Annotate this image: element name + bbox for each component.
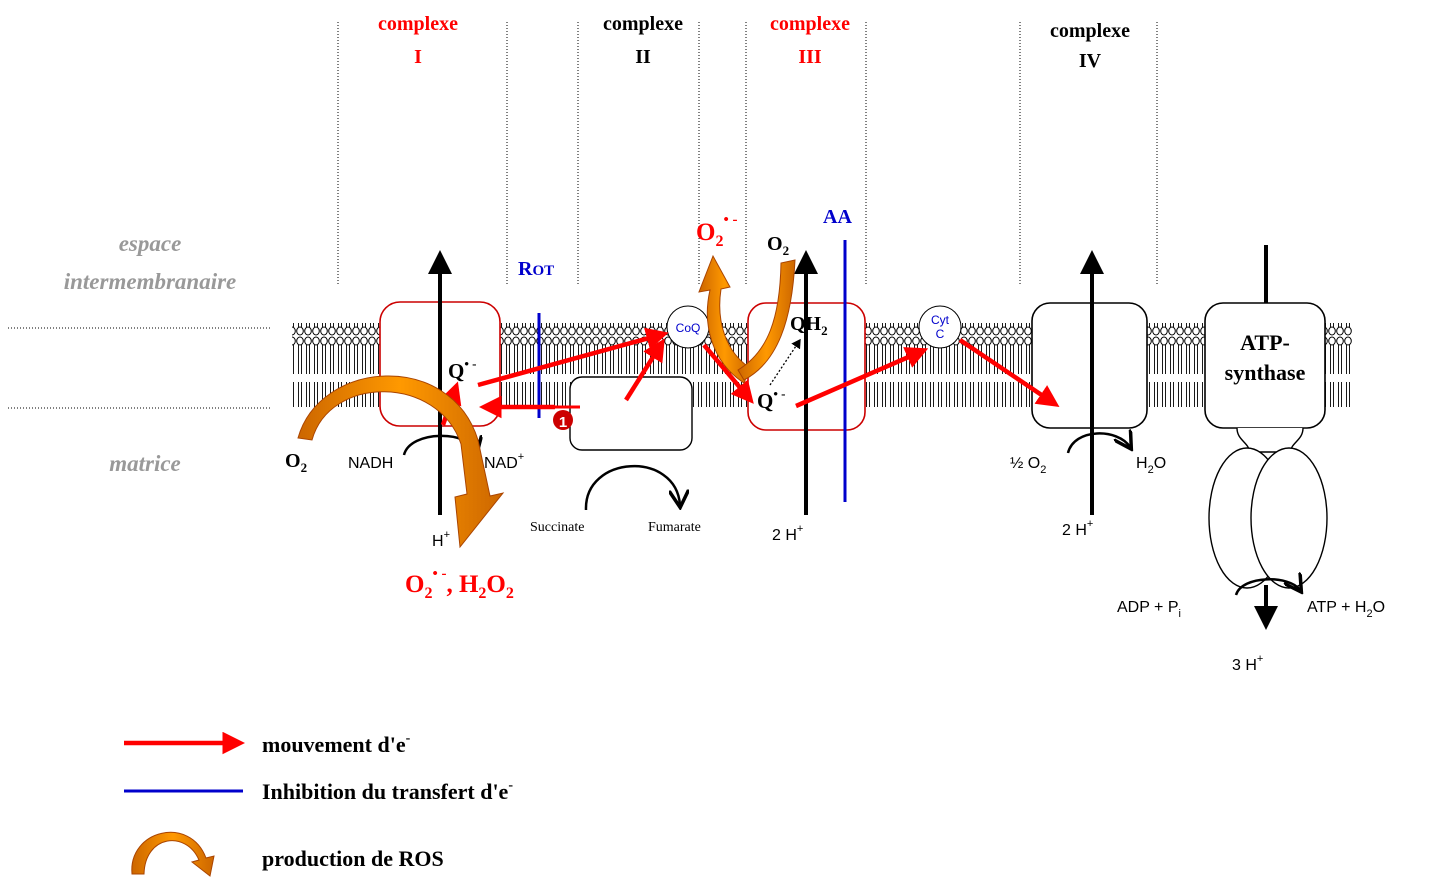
nad-label: NAD+ [484, 451, 524, 472]
hplus-label: H+ [432, 529, 450, 550]
atp-h2o-label: ATP + H2O [1307, 599, 1385, 620]
q-semiquinone-complex3: Q• - [757, 386, 785, 413]
legend-ros-arrow [131, 831, 215, 877]
ros-arrows [297, 254, 796, 549]
legend-inhibition-label: Inhibition du transfert d'e- [262, 778, 513, 804]
ims-label-line2: intermembranaire [64, 269, 237, 294]
atp-synthase-line2: synthase [1225, 360, 1306, 385]
marker-circle [553, 410, 573, 430]
atp-synthase-line1: ATP- [1240, 330, 1290, 355]
complex-headers: complexe I complexe II complexe III comp… [378, 13, 1130, 72]
qh2-label: QH2 [790, 313, 828, 338]
complex-3-number: III [798, 46, 822, 68]
atp-synthase-f1-right [1250, 447, 1328, 589]
complex-1-word: complexe [378, 13, 458, 35]
q-semiquinone-complex1: Q• - [448, 356, 476, 383]
legend-ros-label: production de ROS [262, 846, 444, 871]
complex-separators [8, 22, 1158, 409]
atp-synthase-stalk [1236, 427, 1304, 453]
fumarate-label: Fumarate [648, 520, 701, 535]
complex-3-word: complexe [770, 13, 850, 35]
proton-arrows [428, 245, 1278, 630]
region-labels: espace intermembranaire matrice [64, 231, 237, 476]
succinate-label: Succinate [530, 520, 584, 535]
substrate-labels: NADH NAD+ H+ Succinate Fumarate 2 H+ ½ O… [348, 451, 1385, 674]
rot-inhibitor-label: ROT [518, 258, 554, 280]
two-h-label-complex4: 2 H+ [1062, 518, 1093, 539]
complex-2-number: II [635, 46, 651, 68]
q-to-qh2-dotted-arrow [769, 338, 801, 386]
three-h-label: 3 H+ [1232, 653, 1263, 674]
complex-1-number: I [414, 46, 422, 68]
legend-electron-label: mouvement d'e- [262, 731, 411, 757]
legend: mouvement d'e- Inhibition du transfert d… [124, 731, 513, 877]
two-h-label-complex3: 2 H+ [772, 523, 803, 544]
cyt-c-circle [918, 305, 962, 349]
electron-arrows [439, 327, 1060, 426]
adp-label: ADP + Pi [1117, 599, 1181, 620]
half-o2-label: ½ O2 [1010, 455, 1046, 476]
nadh-label: NADH [348, 455, 393, 472]
cyt-label-line2: C [936, 327, 945, 341]
marker-number: 1 [559, 414, 567, 431]
coq-label: CoQ [676, 321, 701, 335]
ims-label-line1: espace [119, 231, 182, 256]
aa-inhibitor-label: AA [823, 206, 852, 228]
o2-label-complex3: O2 [767, 233, 789, 258]
complex-4-number: IV [1079, 50, 1102, 72]
ros-complex1-label: O2• -, H2O2 [405, 566, 514, 602]
complex-2-word: complexe [603, 13, 683, 35]
complex-4-word: complexe [1050, 20, 1130, 42]
h2o-label: H2O [1136, 455, 1166, 476]
complex-4-box [1031, 302, 1148, 429]
matrix-label: matrice [109, 451, 181, 476]
inhibition-lines [537, 240, 847, 502]
superoxide-complex3: O2• - [696, 212, 737, 250]
o2-label-complex1: O2 [285, 450, 307, 475]
cyt-label-line1: Cyt [931, 313, 950, 327]
